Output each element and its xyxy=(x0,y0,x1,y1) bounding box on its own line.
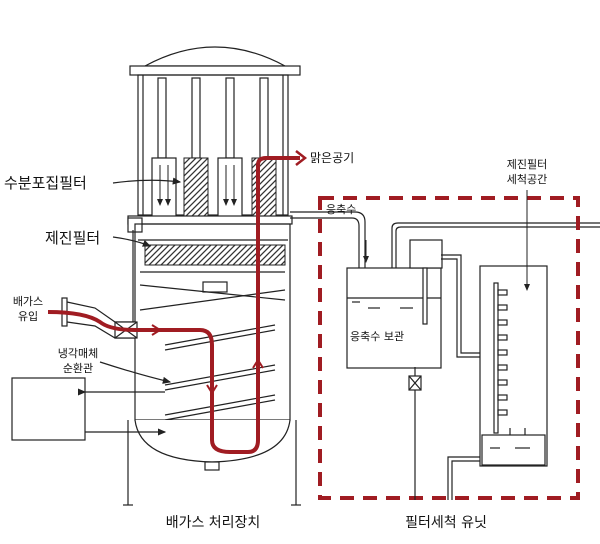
vessel-dome xyxy=(144,46,286,67)
label-condensate-storage: 응축수 보관 xyxy=(350,330,404,343)
filter-washing-unit-border xyxy=(318,196,580,500)
label-exhaust-inlet-2: 유입 xyxy=(18,310,38,323)
dust-filter-block xyxy=(144,244,286,266)
upper-column xyxy=(137,74,289,216)
vessel-top-flange xyxy=(129,65,301,76)
gas-flow-path xyxy=(47,156,300,454)
label-dust-filter: 제진필터 xyxy=(45,229,100,247)
label-wash-space-1: 제진필터 xyxy=(507,158,547,171)
filter-rods xyxy=(157,77,269,159)
label-exhaust-inlet-1: 배가스 xyxy=(13,295,43,308)
label-condensate: 응축수 xyxy=(326,203,356,216)
condensate-pipe xyxy=(290,211,366,268)
middle-flange xyxy=(127,215,293,225)
label-coolant-1: 냉각매체 xyxy=(58,347,98,360)
caption-treatment-unit: 배가스 처리장치 xyxy=(166,515,261,531)
filter-wash-tank xyxy=(447,265,548,500)
caption-washing-unit: 필터세척 유닛 xyxy=(405,515,487,531)
label-moisture-filter: 수분포집필터 xyxy=(4,174,87,192)
label-wash-space-2: 세척공간 xyxy=(507,173,547,186)
chiller-unit xyxy=(11,377,86,441)
condensate-tank xyxy=(346,239,480,500)
label-coolant-2: 순환관 xyxy=(63,362,93,375)
label-clean-air: 맑은공기 xyxy=(310,151,354,165)
exhaust-inlet-pipe xyxy=(61,297,138,339)
